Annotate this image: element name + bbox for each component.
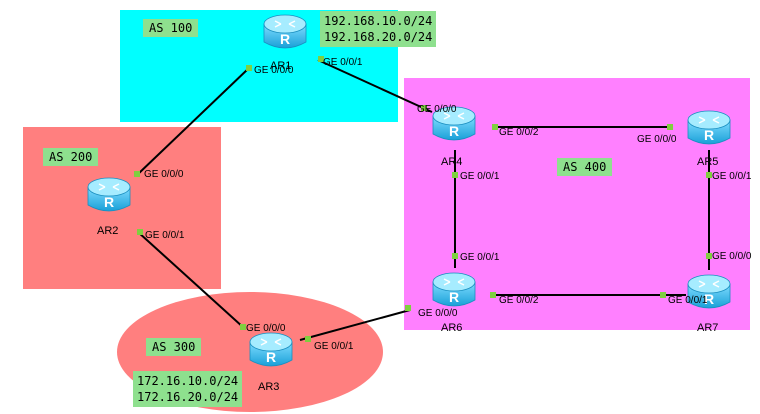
ar1-networks: 192.168.10.0/24 192.168.20.0/24	[320, 11, 437, 47]
ar1-port-g000: GE 0/0/0	[254, 65, 294, 76]
ar5-port-g001: GE 0/0/1	[712, 171, 752, 182]
ar6-port-g000: GE 0/0/0	[418, 308, 458, 319]
ar5-port-g000: GE 0/0/0	[637, 134, 677, 145]
network-address: 192.168.10.0/24	[324, 14, 433, 28]
port-dot	[137, 229, 143, 235]
ar1-name: AR1	[270, 60, 292, 72]
ar2-port-g000: GE 0/0/0	[144, 169, 184, 180]
ar4-name: AR4	[441, 156, 463, 168]
link-ar1-ar2[interactable]	[136, 67, 250, 176]
port-dot	[667, 124, 673, 130]
ar5-router-icon[interactable]	[687, 110, 731, 145]
port-dots	[134, 56, 712, 342]
network-address: 172.16.20.0/24	[137, 390, 239, 404]
port-dot	[660, 292, 666, 298]
as400-label: AS 400	[557, 158, 613, 176]
ar2-name: AR2	[97, 225, 119, 237]
ar3-port-g000: GE 0/0/0	[246, 323, 286, 334]
ar3-name: AR3	[258, 381, 280, 393]
ar3-port-g001: GE 0/0/1	[314, 341, 354, 352]
port-dot	[490, 292, 496, 298]
ar1-port-g001: GE 0/0/1	[323, 57, 363, 68]
link-ar2-ar3[interactable]	[137, 231, 245, 329]
port-dot	[452, 253, 458, 259]
port-dot	[706, 172, 712, 178]
port-dot	[246, 65, 252, 71]
link-ar3-ar6[interactable]	[299, 309, 411, 341]
port-dot	[452, 172, 458, 178]
ar4-port-g001: GE 0/0/1	[460, 171, 500, 182]
port-dot	[405, 305, 411, 311]
ar7-port-g001: GE 0/0/1	[668, 295, 708, 306]
ar3-networks: 172.16.10.0/24 172.16.20.0/24	[133, 371, 243, 407]
ar6-port-g002: GE 0/0/2	[499, 295, 539, 306]
ar1-router-icon[interactable]	[263, 14, 307, 49]
port-dot	[240, 324, 246, 330]
port-dot	[492, 124, 498, 130]
port-dot	[421, 105, 427, 111]
port-dot	[318, 56, 324, 62]
link-ar1-ar4[interactable]	[317, 59, 433, 113]
ar2-port-g001: GE 0/0/1	[145, 230, 185, 241]
as300-label: AS 300	[146, 338, 202, 356]
ar6-port-g001: GE 0/0/1	[460, 252, 500, 263]
ar3-router-icon[interactable]	[249, 332, 293, 367]
ar5-name: AR5	[697, 156, 719, 168]
ar2-router-icon[interactable]	[87, 177, 131, 212]
ar7-name: AR7	[697, 322, 719, 334]
port-dot	[134, 171, 140, 177]
port-dot	[706, 253, 712, 259]
ar7-port-g000: GE 0/0/0	[712, 251, 752, 262]
network-address: 172.16.10.0/24	[137, 374, 239, 388]
network-address: 192.168.20.0/24	[324, 30, 433, 44]
as100-label: AS 100	[143, 19, 199, 37]
port-dot	[305, 336, 311, 342]
ar4-port-g002: GE 0/0/2	[499, 127, 539, 138]
as200-label: AS 200	[43, 148, 99, 166]
ar4-port-g000: GE 0/0/0	[417, 104, 457, 115]
links	[136, 59, 710, 341]
ar6-router-icon[interactable]	[432, 272, 476, 307]
ar6-name: AR6	[441, 322, 463, 334]
